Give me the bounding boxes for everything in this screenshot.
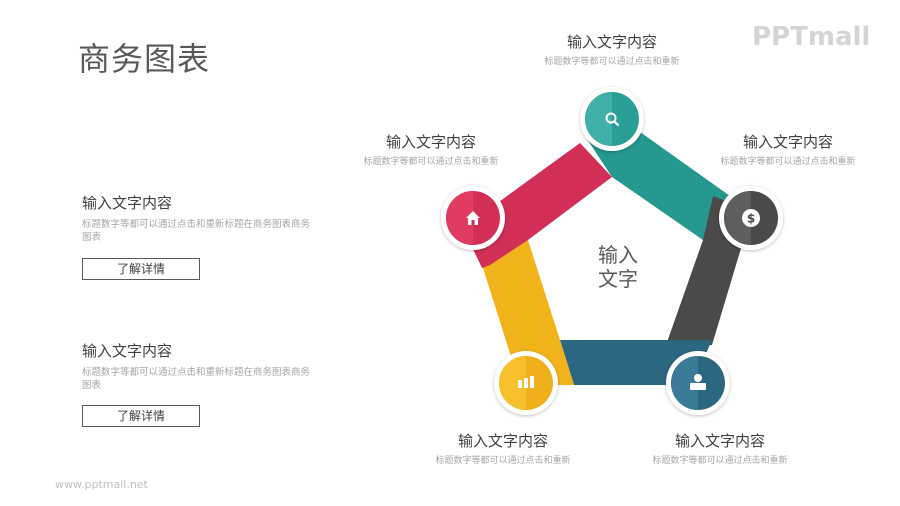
page-title: 商务图表	[78, 40, 211, 78]
footer-url[interactable]: www.pptmall.net	[55, 478, 148, 491]
node-left[interactable]	[446, 191, 500, 245]
svg-text:$: $	[747, 212, 755, 226]
side-item-description: 标题数字等都可以通过点击和重新标题在商务图表商务图表	[82, 367, 311, 391]
label-top: 输入文字内容 标题数字等都可以通过点击和重新	[544, 33, 680, 67]
segment-yellow	[482, 240, 574, 385]
node-top[interactable]	[585, 92, 639, 146]
side-item-description: 标题数字等都可以通过点击和重新标题在商务图表商务图表	[82, 219, 311, 243]
center-text: 输入 文字	[598, 243, 638, 291]
learn-more-button[interactable]: 了解详情	[82, 405, 200, 427]
learn-more-button[interactable]: 了解详情	[82, 258, 200, 280]
pptmall-logo: PPTmall	[752, 22, 871, 52]
side-item-heading: 输入文字内容	[82, 194, 173, 212]
dollar-icon: $	[742, 209, 760, 227]
node-bottom-right[interactable]	[671, 356, 725, 410]
segment-red	[463, 143, 612, 268]
side-item-heading: 输入文字内容	[82, 342, 173, 360]
side-item-1: 输入文字内容 标题数字等都可以通过点击和重新标题在商务图表商务图表 了解详情	[82, 192, 322, 280]
node-bottom-left[interactable]	[499, 356, 553, 410]
node-right[interactable]: $	[724, 191, 778, 245]
user-icon	[690, 374, 706, 390]
search-icon	[605, 112, 620, 127]
label-left: 输入文字内容 标题数字等都可以通过点击和重新	[363, 133, 499, 167]
label-bottom-left: 输入文字内容 标题数字等都可以通过点击和重新	[435, 432, 571, 466]
bar-chart-icon	[518, 376, 534, 388]
label-bottom-right: 输入文字内容 标题数字等都可以通过点击和重新	[652, 432, 788, 466]
side-item-2: 输入文字内容 标题数字等都可以通过点击和重新标题在商务图表商务图表 了解详情	[82, 340, 322, 427]
home-icon	[466, 211, 480, 225]
label-right: 输入文字内容 标题数字等都可以通过点击和重新	[720, 133, 856, 167]
